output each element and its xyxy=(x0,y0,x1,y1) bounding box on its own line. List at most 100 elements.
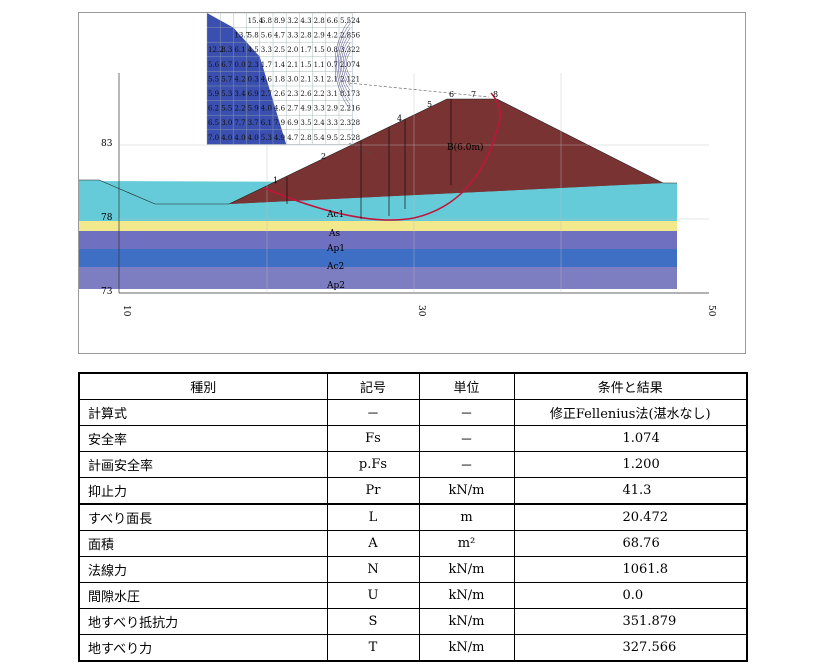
grid-value: 2.6 xyxy=(300,90,312,98)
slice-number: 8 xyxy=(493,90,498,99)
grid-value: 1.5 xyxy=(300,61,311,69)
grid-value: 12.2 xyxy=(208,46,224,54)
grid-value: 4.0 xyxy=(234,134,245,142)
grid-value: 7.9 xyxy=(274,119,285,127)
grid-value: 6.8 xyxy=(261,17,272,25)
grid-value: 2.8 xyxy=(300,32,311,40)
grid-value: 2.121 xyxy=(340,75,360,83)
unit-cell: m² xyxy=(418,530,515,557)
unit-cell: kN/m xyxy=(418,477,515,505)
layer-label-ap1: Ap1 xyxy=(326,244,345,254)
type-cell: 抑止力 xyxy=(78,477,328,505)
result-cell: 修正Fellenius法(湛水なし) xyxy=(513,399,748,426)
contour-line xyxy=(341,37,351,91)
layer-label-as: As xyxy=(328,229,340,239)
contour-line xyxy=(346,51,351,77)
result-cell: 0.0 xyxy=(513,582,748,609)
grid-value: 6.5 xyxy=(208,119,219,127)
grid-value: 1.8 xyxy=(274,75,285,83)
layer-ap2 xyxy=(79,267,677,289)
grid-value: 3.3 xyxy=(287,32,298,40)
y-tick-label: 73 xyxy=(101,287,113,297)
layer-ap1 xyxy=(79,231,677,249)
grid-value: 8.173 xyxy=(340,90,360,98)
grid-value: 4.0 xyxy=(221,134,232,142)
slip-circle xyxy=(263,92,502,221)
grid-value: 3.5 xyxy=(300,119,311,127)
unit-cell: kN/m xyxy=(418,556,515,583)
grid-value: 4.0 xyxy=(248,134,259,142)
unit-cell: kN/m xyxy=(418,634,515,662)
grid-value: 0.8 xyxy=(327,46,338,54)
table-header-row: 種別 記号 単位 条件と結果 xyxy=(78,372,748,400)
grid-value: 3.0 xyxy=(287,75,298,83)
x-tick-label: 30 xyxy=(416,305,426,317)
grid-value: 5.3 xyxy=(221,90,232,98)
symbol-cell: p.Fs xyxy=(326,451,420,478)
header-unit: 単位 xyxy=(418,372,515,400)
results-table: 種別 記号 単位 条件と結果 計算式－－修正Fellenius法(湛水なし)安全… xyxy=(78,372,748,662)
grid-value: 7.7 xyxy=(234,119,245,127)
grid-value: 5.3 xyxy=(261,134,272,142)
grid-value: 2.9 xyxy=(314,32,325,40)
grid-value: 5.5 xyxy=(221,105,232,113)
grid-value: 1.7 xyxy=(261,61,272,69)
grid-value: 2.216 xyxy=(340,105,361,113)
type-cell: 地すべり力 xyxy=(78,634,328,662)
grid-value: 5.524 xyxy=(340,17,361,25)
symbol-cell: Pr xyxy=(326,477,420,505)
grid-value: 3.4 xyxy=(234,90,246,98)
grid-value: 4.6 xyxy=(274,105,286,113)
grid-value: 2.7 xyxy=(261,90,272,98)
unit-cell: kN/m xyxy=(418,608,515,635)
slice-number: 5 xyxy=(427,100,432,109)
grid-value: 5.7 xyxy=(221,75,232,83)
contour-line xyxy=(344,47,351,82)
grid-value: 3.7 xyxy=(248,119,259,127)
embankment-body xyxy=(229,99,663,204)
contour-line xyxy=(336,23,351,106)
symbol-cell: S xyxy=(326,608,420,635)
table-row: 計算式－－修正Fellenius法(湛水なし) xyxy=(78,399,748,426)
grid-value: 6.6 xyxy=(327,17,339,25)
contour-line xyxy=(338,27,351,101)
unit-cell: m xyxy=(418,503,515,531)
result-cell: 1061.8 xyxy=(513,556,748,583)
type-cell: 計算式 xyxy=(78,399,328,426)
grid-value: 5.6 xyxy=(261,32,273,40)
symbol-cell: L xyxy=(326,503,420,531)
grid-value: 9.5 xyxy=(327,134,338,142)
grid-value: 4.9 xyxy=(274,134,285,142)
x-tick-label: 10 xyxy=(121,305,131,317)
slice-number: 4 xyxy=(397,114,402,123)
grid-value: 0.0 xyxy=(234,61,245,69)
grid-value: 13.7 xyxy=(234,32,250,40)
result-cell: 1.074 xyxy=(513,425,748,452)
symbol-cell: A xyxy=(326,530,420,557)
grid-value: 4.7 xyxy=(287,134,298,142)
slice-number: 1 xyxy=(273,176,278,185)
grid-value: 2.528 xyxy=(340,134,360,142)
grid-value: 2.328 xyxy=(340,119,360,127)
slip-circle-label: B(6.0m) xyxy=(447,142,483,153)
grid-value: 6.1 xyxy=(261,119,272,127)
grid-value: 5.9 xyxy=(248,105,259,113)
symbol-cell: Fs xyxy=(326,425,420,452)
unit-cell: kN/m xyxy=(418,582,515,609)
layer-label-ac2: Ac2 xyxy=(326,262,344,272)
type-cell: 法線力 xyxy=(78,556,328,583)
grid-value: 4.6 xyxy=(261,75,273,83)
grid-value: 6.2 xyxy=(208,105,219,113)
symbol-cell: T xyxy=(326,634,420,662)
grid-value: 4.2 xyxy=(234,75,245,83)
grid-value: 4.0 xyxy=(261,105,272,113)
grid-value: 8.3 xyxy=(221,46,232,54)
